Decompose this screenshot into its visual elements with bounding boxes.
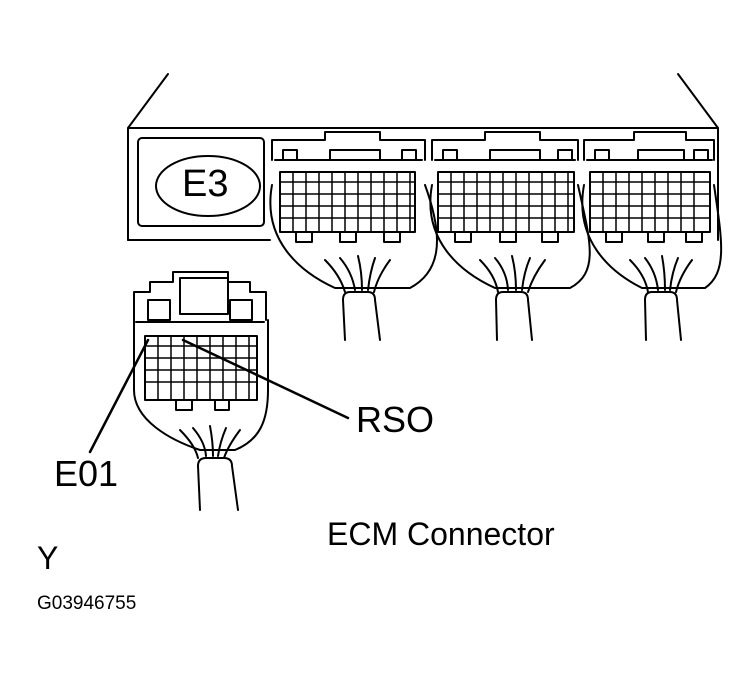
pin-grid <box>144 335 258 401</box>
e3-tag-oval <box>155 155 261 217</box>
pin-grid <box>437 171 575 233</box>
ecm-connector-socket-1 <box>269 131 438 341</box>
e01-leader-line <box>88 338 150 454</box>
ecm-connector-socket-3 <box>581 131 723 341</box>
corner-mark: Y <box>37 540 59 576</box>
pin-label-rso: RSO <box>356 399 435 440</box>
figure-code: G03946755 <box>37 593 137 614</box>
pin-grid <box>279 171 416 233</box>
harness-connector <box>133 271 269 511</box>
ecm-connector-socket-2 <box>429 131 591 341</box>
ecm-tag-label: E3 <box>182 163 229 205</box>
e3-tag-panel <box>137 137 265 227</box>
rso-leader-line <box>181 338 350 420</box>
ecm-unit <box>127 73 719 241</box>
pin-label-e01: E01 <box>54 453 119 494</box>
pin-grid <box>589 171 711 233</box>
diagram-title: ECM Connector <box>327 516 555 552</box>
